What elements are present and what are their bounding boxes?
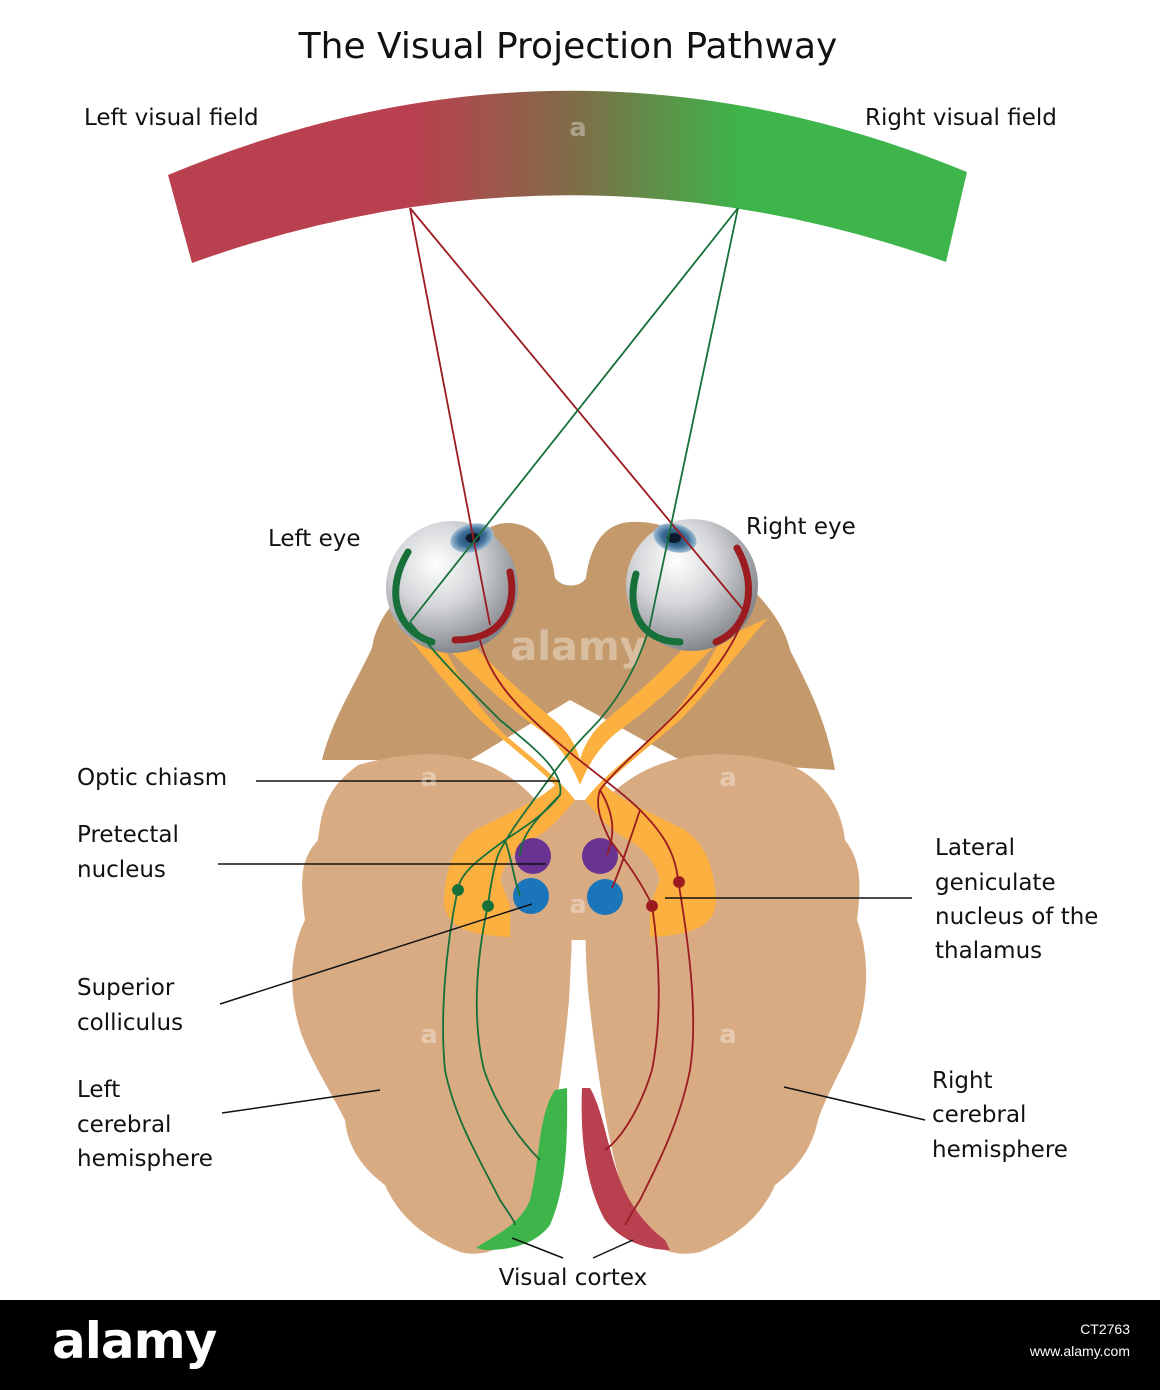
light-rays [409, 207, 746, 626]
left-cerebral-hemisphere [292, 754, 572, 1254]
superior-colliculus-right [587, 879, 623, 915]
left-eye-label: Left eye [268, 526, 361, 552]
pretectal-nucleus-label-line1: Pretectal [77, 822, 179, 848]
lgn-label-line3: nucleus of the [935, 904, 1098, 930]
lgn-label-line2: geniculate [935, 870, 1056, 896]
pretectal-nucleus-left [515, 838, 551, 874]
alamy-logo: alamy [52, 1312, 217, 1370]
superior-colliculus-left [513, 878, 549, 914]
right-cerebral-hemisphere [585, 754, 867, 1254]
footer-bar: alamy CT2763 www.alamy.com [0, 1300, 1160, 1390]
right-hemisphere-label-line1: Right [932, 1068, 993, 1094]
right-visual-field-label: Right visual field [865, 105, 1057, 131]
watermark-glyph: a [719, 763, 737, 793]
visual-cortex-right [581, 1088, 670, 1250]
left-hemisphere-label-line2: cerebral [77, 1112, 171, 1138]
watermark: a a a a a a alamy [420, 113, 737, 1050]
longitudinal-fissure [566, 940, 590, 1250]
watermark-glyph: a [569, 113, 587, 143]
right-eye [626, 519, 758, 651]
image-id: CT2763 [1080, 1321, 1130, 1337]
superior-colliculus-label-line2: colliculus [77, 1010, 183, 1036]
green-pathway [409, 621, 651, 1226]
right-eye-label: Right eye [746, 514, 856, 540]
optic-chiasm-label: Optic chiasm [77, 765, 227, 791]
lgn-label-line1: Lateral [935, 835, 1015, 861]
visual-cortex-left [476, 1088, 568, 1250]
image-credit: CT2763 www.alamy.com [1030, 1318, 1130, 1362]
watermark-glyph: a [420, 763, 438, 793]
left-eye [386, 521, 518, 653]
site-url: www.alamy.com [1029, 1343, 1130, 1359]
watermark-word: alamy [510, 624, 645, 670]
left-hemisphere-label-line3: hemisphere [77, 1146, 213, 1172]
visual-pathway-diagram: The Visual Projection Pathway Left visua… [77, 26, 1098, 1291]
watermark-glyph: a [719, 1020, 737, 1050]
lgn-label-line4: thalamus [935, 938, 1042, 964]
right-hemisphere-label-line2: cerebral [932, 1102, 1026, 1128]
left-visual-field-label: Left visual field [84, 105, 259, 131]
watermark-glyph: a [569, 890, 587, 920]
left-hemisphere-label-line1: Left [77, 1077, 120, 1103]
right-hemisphere-label-line3: hemisphere [932, 1137, 1068, 1163]
diagram-title: The Visual Projection Pathway [298, 26, 838, 67]
leader-lines [218, 780, 926, 1259]
pretectal-nucleus-label-line2: nucleus [77, 857, 166, 883]
superior-colliculus-label-line1: Superior [77, 975, 175, 1001]
red-pathway [479, 611, 746, 1226]
watermark-glyph: a [420, 1020, 438, 1050]
visual-cortex-label: Visual cortex [499, 1265, 648, 1291]
visual-field-arc [168, 90, 967, 264]
